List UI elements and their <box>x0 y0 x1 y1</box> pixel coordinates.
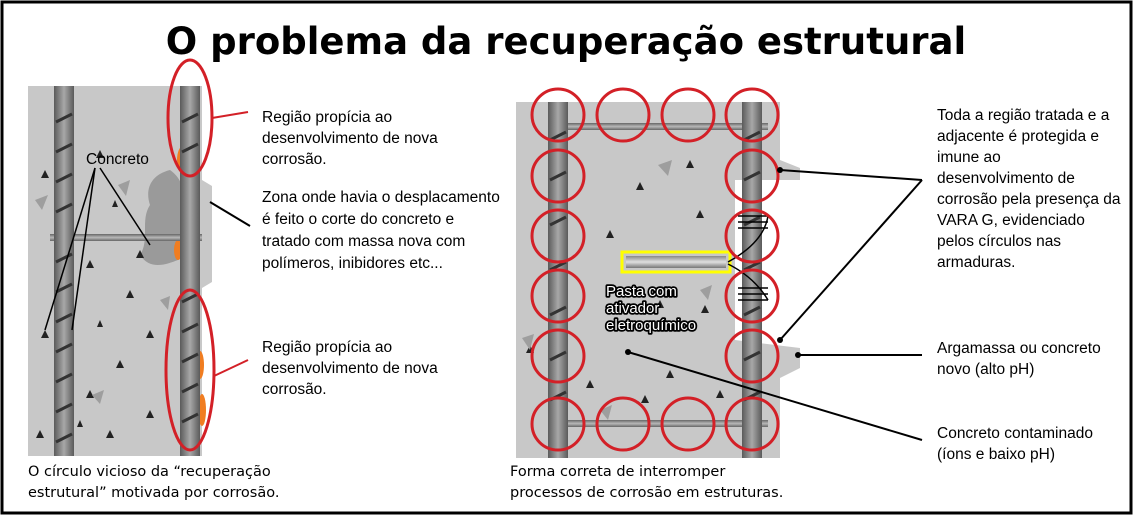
corrosion-region-circle-bottom <box>164 288 216 452</box>
svg-text:Pasta com: Pasta com <box>606 283 677 300</box>
left-aggregate-gray <box>35 180 170 404</box>
left-rebar-2 <box>180 86 200 456</box>
concrete-leader-lines <box>44 167 151 331</box>
mortar-marker <box>795 352 801 358</box>
left-diagram: Concreto Região propícia ao desenvolvime… <box>28 58 504 501</box>
concrete-label: Concreto <box>86 151 149 168</box>
anode-rod <box>626 256 726 268</box>
right-aggregate-gray <box>522 160 712 420</box>
note-top: Região propícia ao desenvolvimento de no… <box>262 109 442 168</box>
left-rebar-1 <box>54 86 74 456</box>
left-stirrup <box>50 234 202 241</box>
note-bottom-leader <box>213 359 249 377</box>
note-middle: Zona onde havia o desplacamento é feito … <box>262 189 504 272</box>
note-middle-leader <box>209 201 251 227</box>
protected-marker <box>777 167 783 173</box>
svg-text:ativador: ativador <box>606 300 659 317</box>
left-caption: O círculo vicioso da “recuperação estrut… <box>28 464 279 501</box>
svg-text:eletroquímico: eletroquímico <box>606 317 696 334</box>
left-rebar-ribs <box>55 112 199 444</box>
note-contaminated: Concreto contaminado (íons e baixo pH) <box>937 425 1097 463</box>
contaminated-marker <box>625 349 631 355</box>
right-rebar-1 <box>548 102 568 458</box>
right-stirrup-bottom <box>548 420 768 427</box>
left-aggregate <box>36 150 154 438</box>
spalled-repair-zone <box>140 170 184 265</box>
right-diagram: Pasta com ativador eletroquímico Toda a … <box>510 87 1125 501</box>
note-mortar: Argamassa ou concreto novo (alto pH) <box>937 340 1105 378</box>
protection-circles <box>530 87 780 452</box>
diagram-title: O problema da recuperação estrutural <box>166 20 966 63</box>
note-bottom: Região propícia ao desenvolvimento de no… <box>262 339 442 398</box>
protected-marker-2 <box>777 337 783 343</box>
right-stirrup-top <box>548 123 768 130</box>
anode-outline <box>620 250 732 274</box>
right-caption: Forma correta de interromper processos d… <box>510 464 783 501</box>
tie-wires <box>727 215 769 301</box>
right-leader-lines <box>627 169 923 441</box>
paste-label: Pasta com ativador eletroquímico <box>604 281 698 336</box>
note-top-leader <box>211 111 249 119</box>
note-protected: Toda a região tratada e a adjacente é pr… <box>937 107 1125 271</box>
